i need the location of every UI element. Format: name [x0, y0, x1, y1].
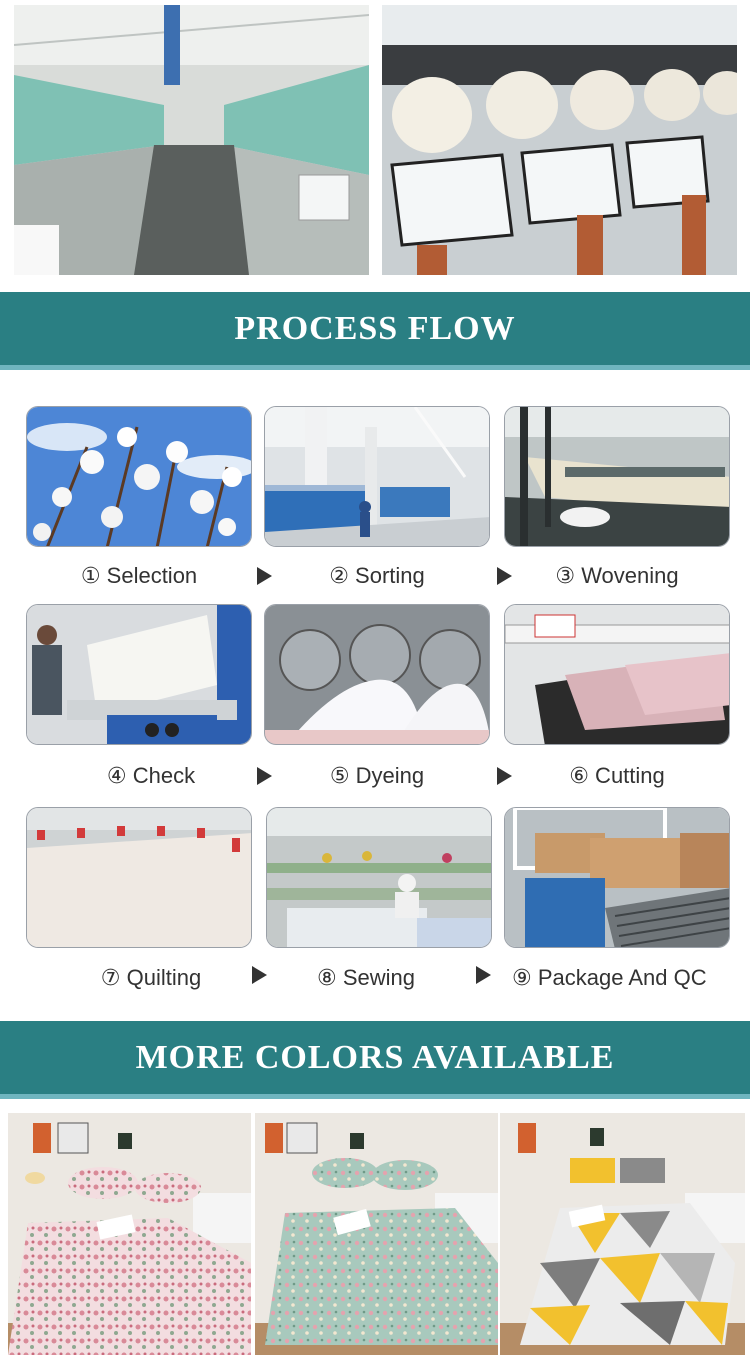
cutting-photo	[504, 604, 730, 745]
step-label-cutting: ⑥ Cutting	[569, 763, 665, 788]
step-label-sorting: ② Sorting	[329, 563, 425, 588]
process-flow-title: PROCESS FLOW	[234, 309, 516, 347]
flow-arrow-icon	[497, 567, 512, 585]
flow-arrow-icon	[257, 767, 272, 785]
flow-arrow-icon	[257, 567, 272, 585]
step-label-check: ④ Check	[106, 763, 196, 788]
step-label-dyeing: ⑤ Dyeing	[329, 763, 425, 788]
process-flow-banner: PROCESS FLOW	[0, 292, 750, 370]
sewing-photo	[266, 807, 492, 948]
step-label-selection: ① Selection	[80, 563, 198, 588]
flow-arrow-icon	[476, 966, 491, 984]
sorting-photo	[264, 406, 490, 547]
step-label-sewing: ⑧ Sewing	[317, 965, 415, 990]
yellow-geometric-bedsheet-photo	[500, 1113, 745, 1355]
flow-arrow-icon	[252, 966, 267, 984]
package-qc-photo	[504, 807, 730, 948]
spinning-machine-photo	[382, 5, 737, 275]
embroidery-workshop-photo	[14, 5, 369, 275]
check-photo	[26, 604, 252, 745]
more-colors-banner: MORE COLORS AVAILABLE	[0, 1021, 750, 1099]
step-label-package-qc: ⑨ Package And QC	[512, 965, 707, 990]
wovening-photo	[504, 406, 730, 547]
step-label-quilting: ⑦ Quilting	[100, 965, 202, 990]
step-label-wovening: ③ Wovening	[555, 563, 679, 588]
dyeing-photo	[264, 604, 490, 745]
pink-floral-bedsheet-photo	[8, 1113, 251, 1355]
flow-arrow-icon	[497, 767, 512, 785]
selection-photo	[26, 406, 252, 547]
more-colors-title: MORE COLORS AVAILABLE	[135, 1038, 615, 1076]
quilting-photo	[26, 807, 252, 948]
green-floral-bedsheet-photo	[255, 1113, 498, 1355]
